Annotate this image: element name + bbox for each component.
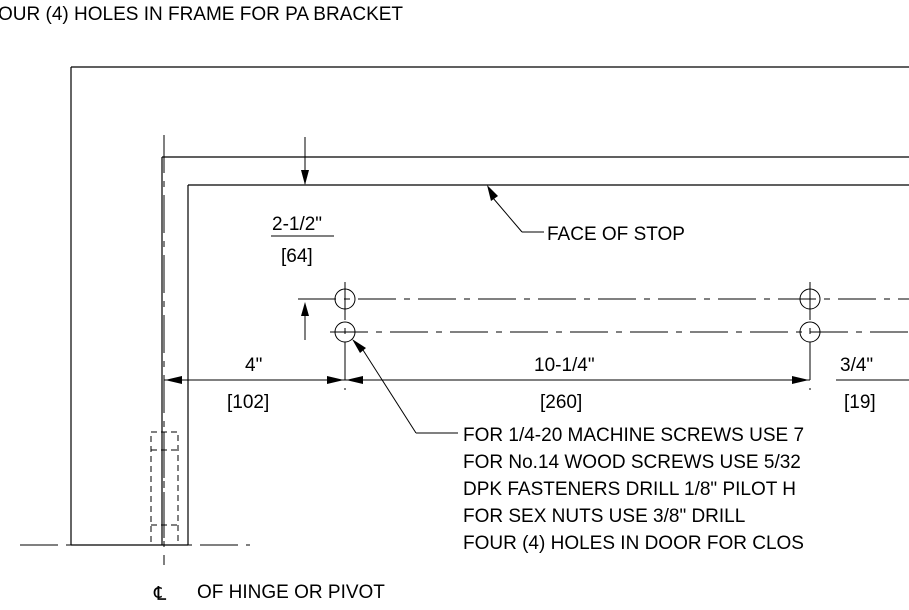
hole-bottom-left	[334, 321, 356, 343]
hinge-centerline	[20, 135, 250, 565]
header-note: OUR (4) HOLES IN FRAME FOR PA BRACKET	[0, 4, 403, 25]
hole-top-right	[799, 288, 821, 310]
mounting-holes	[334, 288, 821, 343]
dimension-stop-depth	[271, 137, 334, 237]
hole-spacing-imperial: 10-1/4"	[534, 355, 595, 376]
hinge-offset-metric: [102]	[227, 392, 269, 413]
edge-offset-imperial: 3/4"	[840, 355, 873, 376]
centerline-symbol: ℄	[153, 584, 167, 605]
note-machine-screws: FOR 1/4-20 MACHINE SCREWS USE 7	[463, 425, 804, 446]
hinge-offset-imperial: 4"	[245, 355, 262, 376]
face-of-stop-leader	[487, 185, 544, 233]
dimension-hole-rows	[301, 302, 309, 340]
note-sex-nuts: FOR SEX NUTS USE 3/8" DRILL	[463, 506, 745, 527]
hole-centerlines	[298, 282, 909, 390]
stop-outline	[71, 156, 909, 546]
stop-depth-imperial: 2-1/2"	[272, 214, 322, 235]
notes-leader	[352, 339, 458, 434]
frame-outline	[70, 66, 909, 545]
note-dpk-fasteners: DPK FASTENERS DRILL 1/8" PILOT H	[463, 479, 796, 500]
hole-top-left	[334, 288, 356, 310]
hinge-pivot-label: OF HINGE OR PIVOT	[197, 582, 385, 603]
dimension-line-horizontal	[164, 376, 909, 384]
edge-offset-metric: [19]	[844, 392, 876, 413]
stop-depth-metric: [64]	[281, 246, 313, 267]
hole-bottom-right	[799, 321, 821, 343]
note-wood-screws: FOR No.14 WOOD SCREWS USE 5/32	[463, 452, 801, 473]
note-door-holes: FOUR (4) HOLES IN DOOR FOR CLOS	[463, 533, 804, 554]
face-of-stop-label: FACE OF STOP	[547, 224, 685, 245]
hole-spacing-metric: [260]	[540, 392, 582, 413]
